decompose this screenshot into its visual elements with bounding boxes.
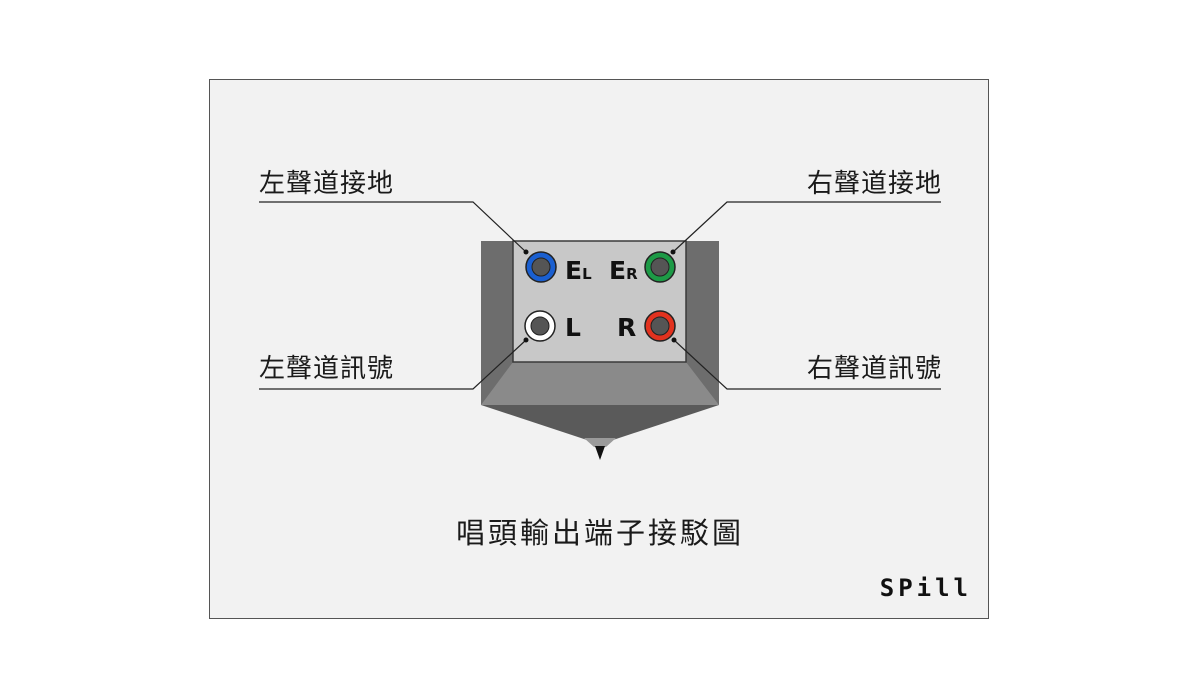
leader-top-left: [259, 201, 527, 253]
leader-bottom-right: [673, 339, 941, 390]
label-left-ground: 左聲道接地: [259, 169, 395, 199]
pin-label-er: ER: [609, 256, 638, 285]
brand-logo: SPill: [879, 574, 972, 602]
label-right-ground: 右聲道接地: [806, 169, 942, 199]
pin-right-signal: [644, 310, 676, 342]
leader-top-right: [672, 201, 941, 253]
cartridge-left-face: [481, 241, 513, 405]
leader-dots: [523, 249, 677, 343]
diagram-caption: 唱頭輸出端子接駁圖: [455, 516, 744, 550]
pin-label-el: EL: [565, 256, 592, 285]
pin-left-signal: [524, 310, 556, 342]
leader-lines: [259, 201, 941, 390]
pin-right-ground: [644, 251, 676, 283]
pin-label-l: L: [565, 313, 581, 342]
leader-bottom-left: [259, 339, 527, 390]
label-right-signal: 右聲道訊號: [806, 354, 942, 384]
cartridge-underside: [481, 405, 719, 441]
stylus-holder: [584, 438, 616, 447]
label-left-signal: 左聲道訊號: [259, 354, 395, 384]
stylus-tip: [595, 446, 605, 460]
pin-left-ground: [525, 251, 557, 283]
cartridge-right-face: [686, 241, 719, 405]
pin-label-r: R: [617, 313, 637, 342]
